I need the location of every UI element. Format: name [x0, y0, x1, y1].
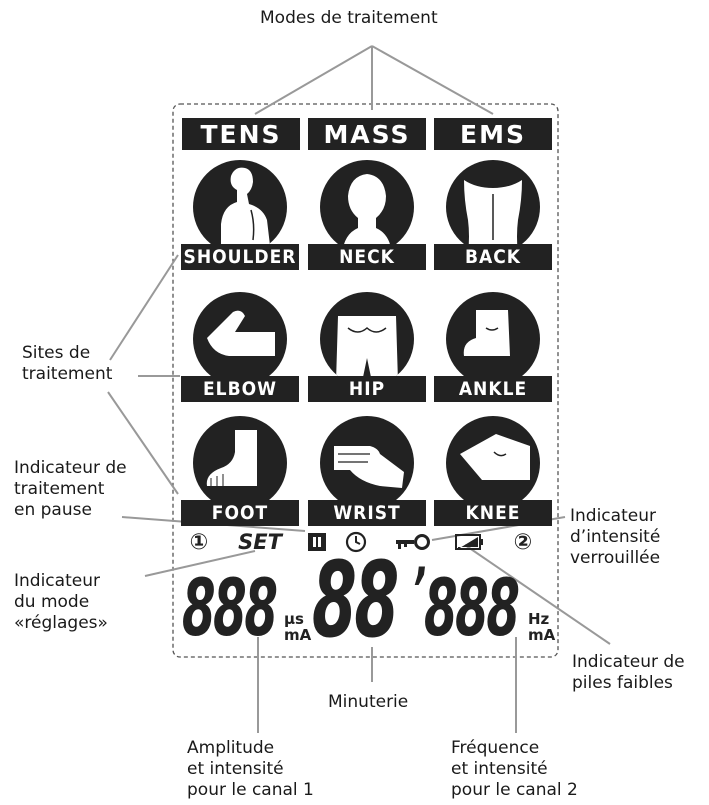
- shoulder-icon: [221, 167, 271, 254]
- mode-mass: MASS: [308, 118, 426, 150]
- leader-modes-right: [371, 45, 494, 115]
- channel2-unit-top: Hz: [528, 610, 550, 628]
- ankle-icon: [463, 310, 510, 356]
- site-ankle: ANKLE: [434, 292, 552, 402]
- site-wrist: WRIST: [308, 416, 426, 526]
- pause-icon: [305, 529, 329, 555]
- site-foot: FOOT: [181, 416, 299, 526]
- callout-channel2: Fréquence et intensité pour le canal 2: [451, 738, 578, 800]
- neck-icon: [342, 174, 392, 254]
- site-label: KNEE: [434, 500, 552, 526]
- settings-indicator: SET: [238, 530, 282, 554]
- hip-icon: [336, 316, 398, 382]
- channel2-indicator: ②: [513, 529, 533, 555]
- timer-mark: ’: [412, 555, 426, 625]
- key-icon: [393, 529, 433, 555]
- back-icon: [464, 180, 522, 254]
- callout-modes: Modes de traitement: [260, 8, 438, 28]
- channel1-indicator: ①: [189, 529, 209, 555]
- callout-lock: Indicateur d’intensité verrouillée: [570, 506, 661, 568]
- site-label: WRIST: [308, 500, 426, 526]
- leader-battery: [464, 544, 611, 645]
- site-neck: NECK: [308, 160, 426, 270]
- callout-timer: Minuterie: [328, 692, 409, 712]
- foot-icon: [206, 430, 257, 486]
- site-hip: HIP: [308, 292, 426, 402]
- channel2-unit-bottom: mA: [528, 626, 556, 644]
- site-label: HIP: [308, 376, 426, 402]
- battery-low-icon: [452, 529, 486, 555]
- callout-battery: Indicateur de piles faibles: [572, 652, 685, 693]
- site-label: ANKLE: [434, 376, 552, 402]
- callout-sites: Sites de traitement: [22, 343, 113, 384]
- site-label: NECK: [308, 244, 426, 270]
- channel1-unit-top: μs: [284, 610, 304, 628]
- leader-modes-left: [254, 45, 373, 115]
- wrist-icon: [334, 446, 404, 488]
- site-label: BACK: [434, 244, 552, 270]
- site-shoulder: SHOULDER: [181, 160, 299, 270]
- site-back: BACK: [434, 160, 552, 270]
- callout-pause: Indicateur de traitement en pause: [14, 458, 127, 520]
- site-label: ELBOW: [181, 376, 299, 402]
- timer-digits: 88: [312, 539, 399, 661]
- site-label: FOOT: [181, 500, 299, 526]
- leader-sites-foot: [107, 391, 179, 495]
- site-knee: KNEE: [434, 416, 552, 526]
- knee-icon: [460, 434, 530, 480]
- leader-settings: [144, 550, 256, 577]
- leader-sites-shoulder: [109, 254, 179, 361]
- channel2-digits: 888: [424, 564, 520, 654]
- callout-settings: Indicateur du mode «réglages»: [14, 571, 108, 633]
- channel1-digits: 888: [182, 564, 278, 654]
- display-frame: [172, 103, 559, 658]
- mode-ems: EMS: [434, 118, 552, 150]
- elbow-icon: [207, 310, 275, 356]
- channel1-unit-bottom: mA: [284, 626, 312, 644]
- site-label: SHOULDER: [181, 244, 299, 270]
- clock-icon: [343, 529, 369, 555]
- mode-tens: TENS: [182, 118, 300, 150]
- site-elbow: ELBOW: [181, 292, 299, 402]
- callout-channel1: Amplitude et intensité pour le canal 1: [187, 738, 314, 800]
